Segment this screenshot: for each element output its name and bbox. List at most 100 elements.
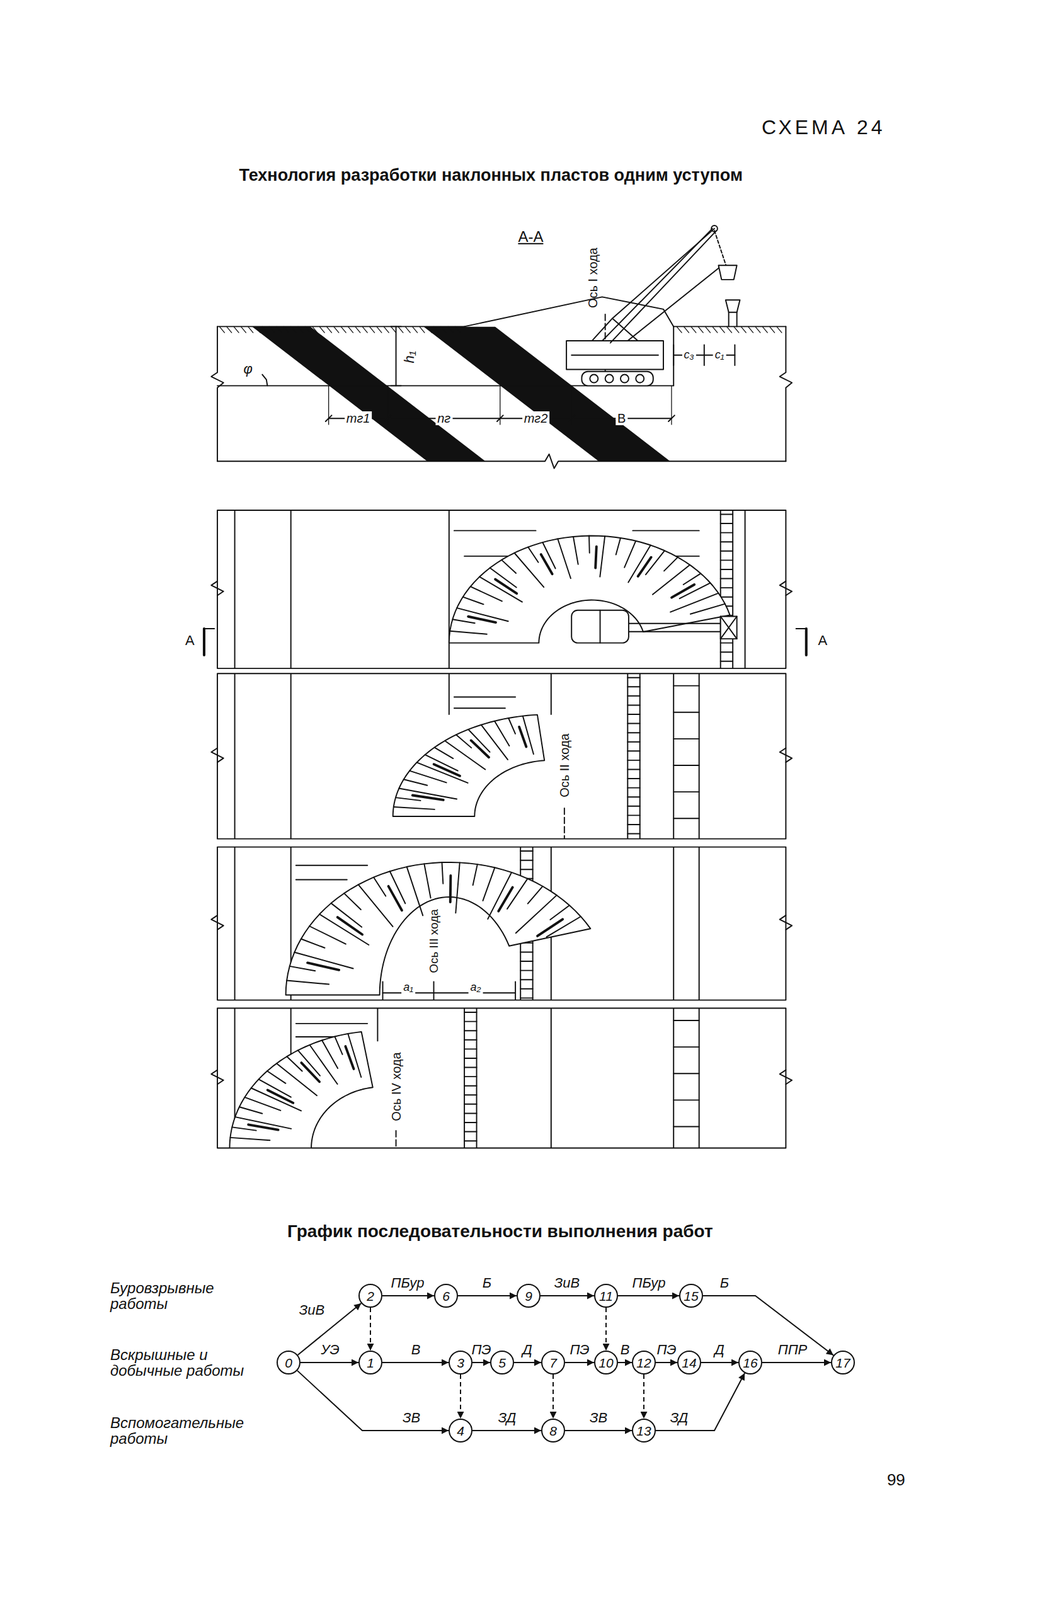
ground-hatch — [304, 326, 310, 333]
work-arrow — [458, 1295, 517, 1297]
sleeper — [520, 979, 533, 981]
blast-hole-line — [373, 877, 386, 897]
section-mark-label: А — [185, 633, 195, 649]
bucket-plan — [720, 616, 738, 639]
blast-hole-line — [309, 926, 346, 944]
event-number: 0 — [284, 1356, 293, 1370]
charge-mark — [498, 887, 513, 912]
sleeper — [520, 988, 533, 990]
dipper-stick — [627, 267, 720, 341]
event-number: 17 — [835, 1356, 850, 1370]
work-code: Б — [718, 1275, 731, 1291]
dimension-label: В — [615, 411, 628, 426]
work-code: ЗиВ — [553, 1275, 581, 1291]
dimension-label: a₂ — [468, 981, 483, 995]
sleeper — [464, 1112, 477, 1114]
blast-hole-line — [683, 573, 702, 585]
strip-boundary — [744, 510, 746, 669]
drill-row — [454, 696, 516, 698]
sleeper — [720, 578, 733, 580]
sleeper — [520, 859, 533, 862]
blast-hole-line — [393, 807, 435, 810]
blast-hole-line — [690, 604, 726, 615]
dependency-arrow — [552, 1374, 554, 1419]
event-number: 6 — [442, 1289, 450, 1303]
rail — [463, 1008, 465, 1149]
work-code: Д — [521, 1342, 534, 1358]
sleeper — [720, 642, 733, 644]
sleeper — [720, 541, 733, 543]
work-arrow — [472, 1362, 491, 1364]
blast-hole-line — [229, 1137, 270, 1141]
charge-mark — [468, 616, 496, 623]
section-mark — [805, 628, 808, 656]
dimension-tick — [514, 981, 516, 1000]
excavator-fan — [449, 536, 731, 644]
section-frame — [217, 454, 786, 469]
charge-mark — [337, 917, 363, 935]
excavator-plan-line — [599, 610, 602, 644]
angle-label: φ — [243, 361, 252, 377]
axis-label: Ось II хода — [557, 733, 572, 797]
illustration — [204, 225, 807, 1148]
charge-mark — [434, 764, 460, 776]
blast-hole-line — [389, 871, 406, 904]
ground-hatch — [755, 326, 761, 333]
blast-hole-line — [289, 966, 316, 971]
ground-surface — [673, 325, 786, 327]
blast-hole-line — [470, 586, 503, 602]
axis-label: Ось IV хода — [389, 1052, 404, 1122]
strip-boundary — [672, 847, 675, 1001]
work-code: В — [410, 1342, 423, 1358]
dependency-arrow — [369, 1307, 372, 1351]
work-code: ПЭ — [568, 1342, 591, 1358]
charge-mark — [541, 554, 553, 574]
section-mark — [796, 628, 807, 630]
ground-hatch — [262, 326, 268, 333]
event-number: 13 — [636, 1424, 651, 1438]
event-circle: 12 — [631, 1350, 656, 1375]
blast-hole-line — [309, 1045, 338, 1085]
ground-hatch — [691, 326, 697, 333]
sleeper — [520, 960, 533, 962]
rail — [626, 673, 629, 839]
boom-stay — [612, 228, 715, 319]
ground-hatch — [405, 326, 411, 333]
blast-hole-line — [231, 1127, 256, 1131]
ground-hatch — [740, 326, 746, 333]
page-title: Технология разработки наклонных пластов … — [239, 166, 743, 186]
track-roller — [589, 374, 598, 384]
ground-hatch — [390, 326, 396, 333]
dimension-label: mг2 — [522, 411, 550, 426]
page-number: 99 — [887, 1471, 906, 1490]
ground-hatch — [747, 326, 753, 333]
sleeper — [520, 970, 533, 972]
ground-hatch — [712, 326, 718, 333]
ground-hatch — [383, 326, 389, 333]
blast-hole-line — [463, 597, 484, 605]
ground-hatch — [376, 326, 382, 333]
dimension-tick — [390, 384, 401, 387]
track-roller — [620, 374, 629, 384]
ground-hatch — [283, 326, 289, 333]
sleeper — [520, 850, 533, 852]
charge-mark — [307, 962, 339, 970]
sleeper — [720, 522, 733, 525]
sleeper — [627, 686, 640, 688]
strip-boundary — [698, 673, 700, 839]
blast-hole-line — [482, 867, 495, 901]
ground-hatch — [240, 326, 246, 333]
section-mark — [204, 628, 215, 630]
event-circle: 7 — [541, 1350, 566, 1375]
sleeper — [464, 1011, 477, 1014]
blast-hole-line — [573, 536, 579, 565]
sleeper — [627, 695, 640, 697]
event-number: 2 — [366, 1289, 375, 1303]
event-circle: 1 — [358, 1350, 383, 1375]
work-code: УЭ — [319, 1342, 341, 1358]
drill-row — [454, 707, 506, 709]
work-code: ПБур — [389, 1275, 426, 1291]
work-arrow — [701, 1362, 739, 1364]
charge-mark — [449, 875, 452, 903]
work-arrow — [618, 1295, 680, 1297]
